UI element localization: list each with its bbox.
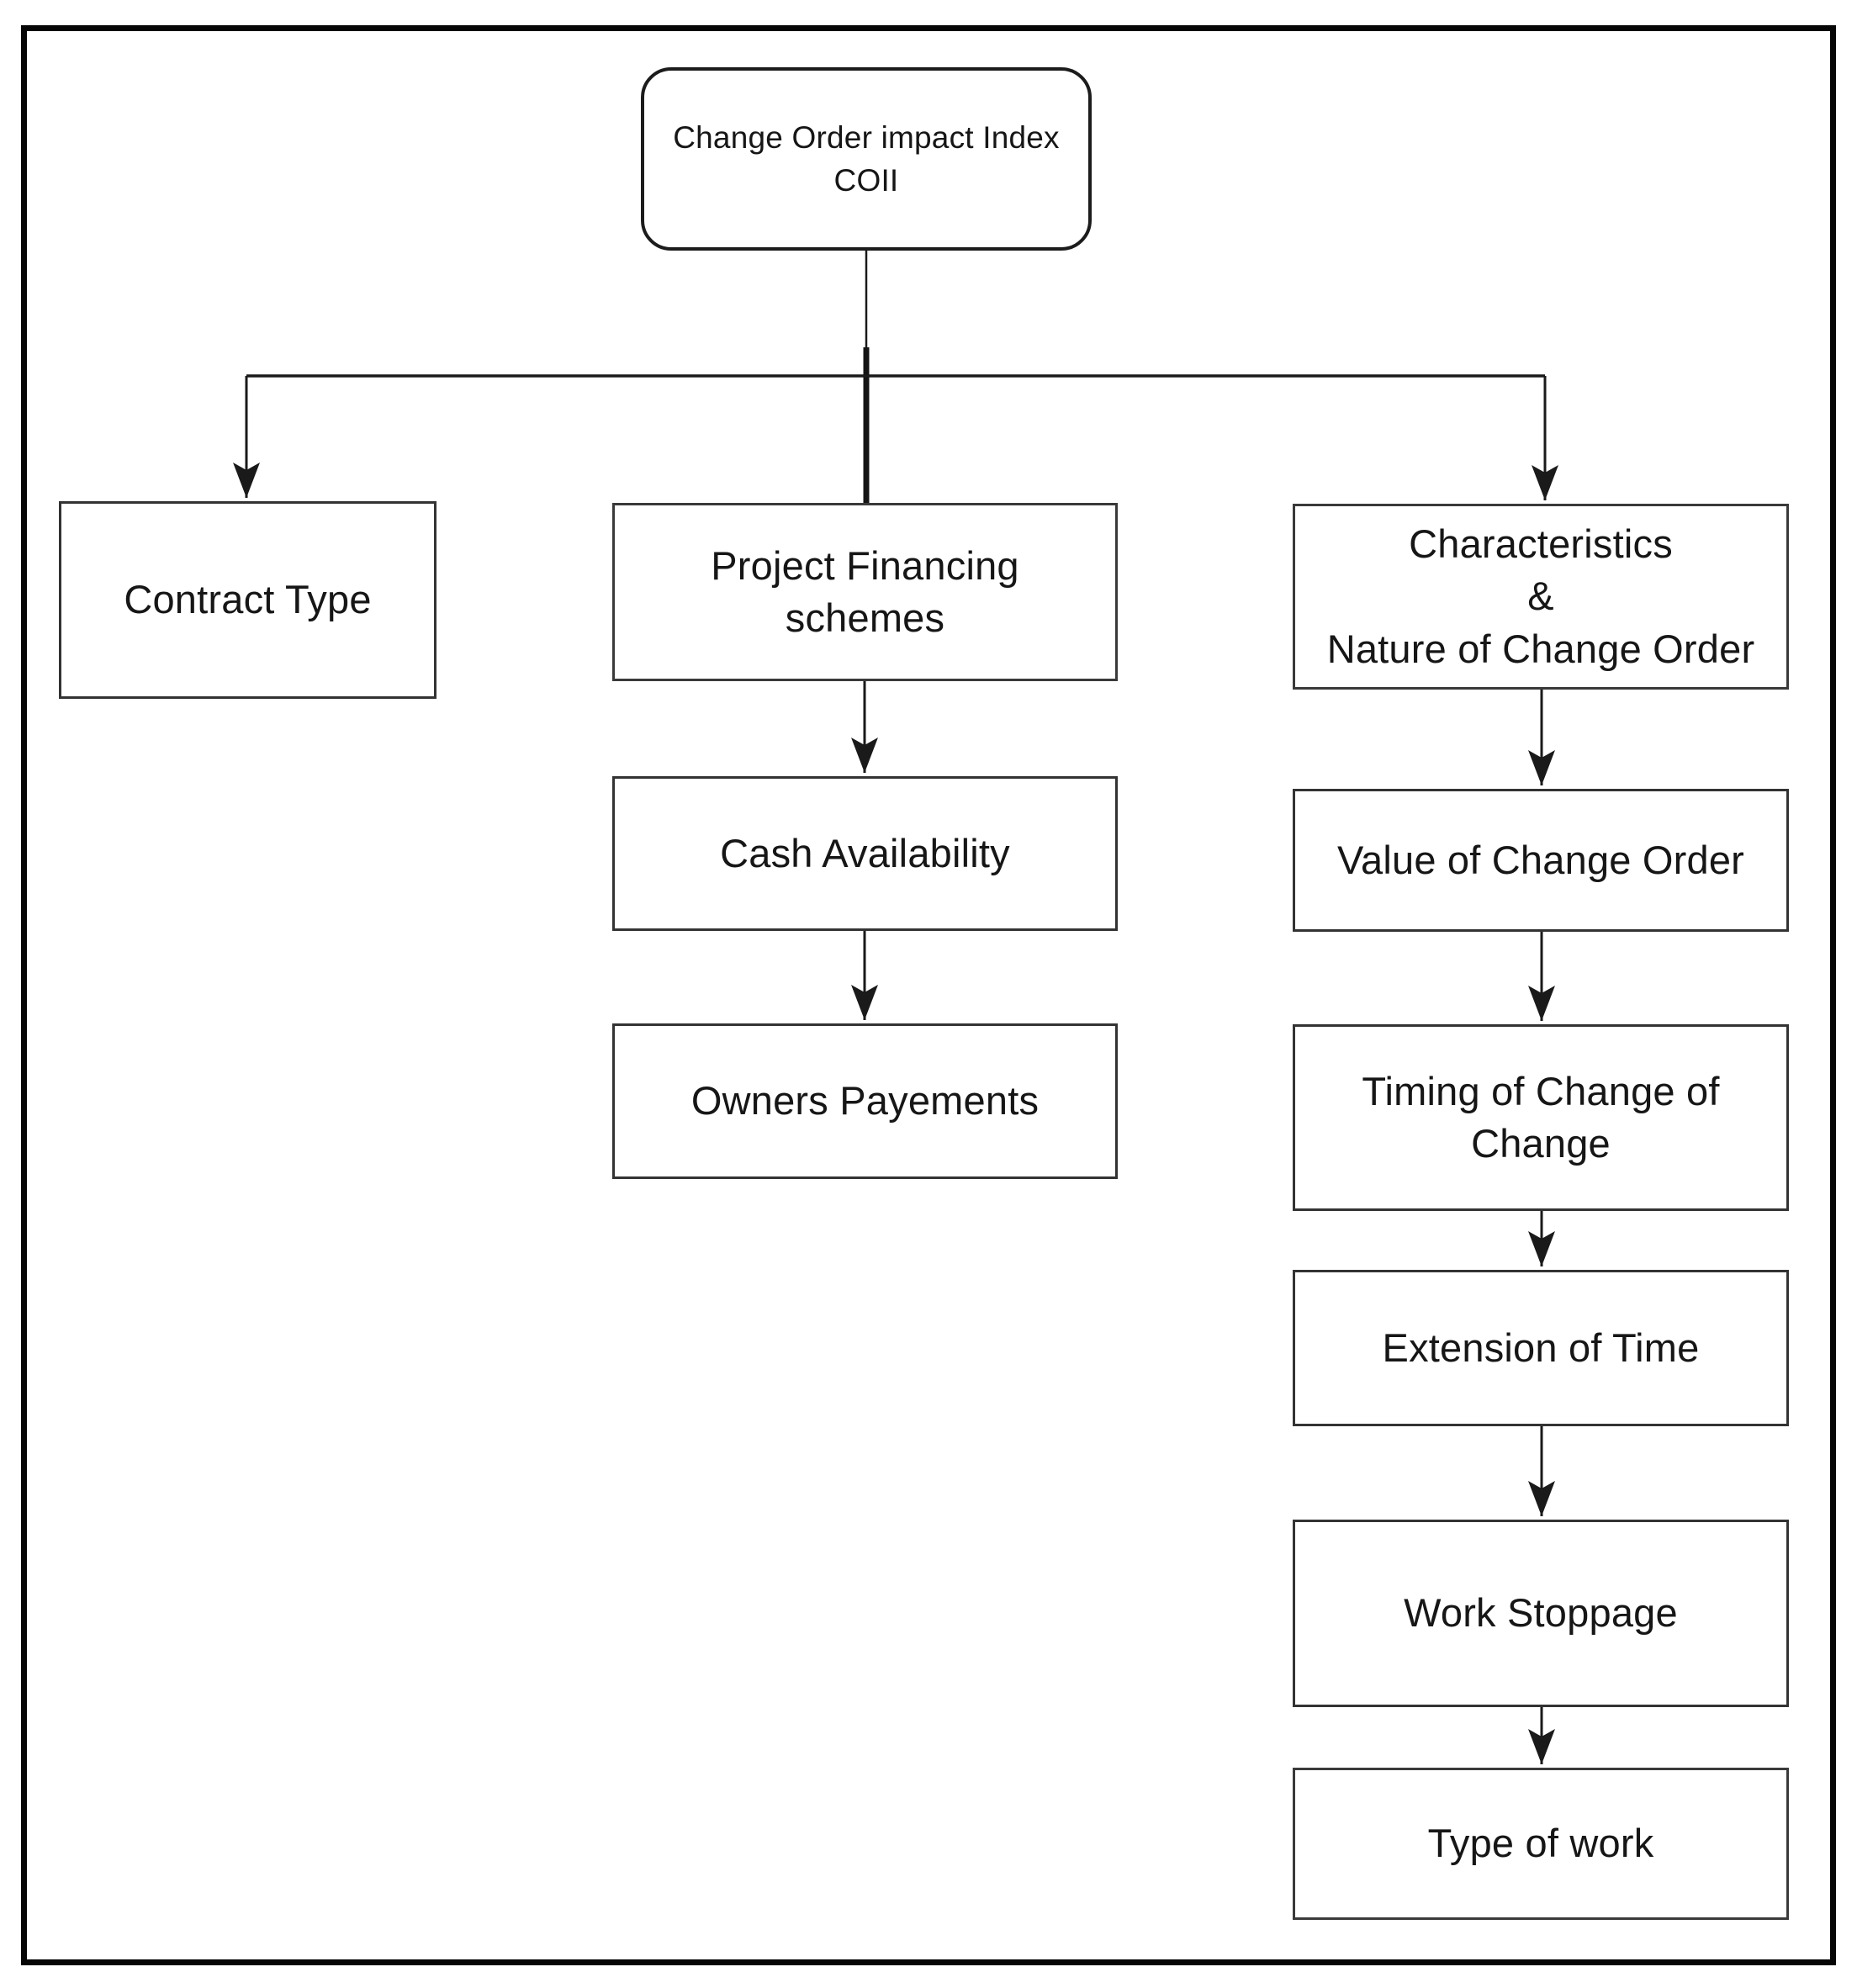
node-cash-availability: Cash Availability [612,776,1118,931]
node-owners-payements: Owners Payements [612,1023,1118,1179]
node-change-order-impact-index: Change Order impact Index COII [641,67,1092,251]
node-characteristics-nature-of-change-order: Characteristics & Nature of Change Order [1293,504,1789,690]
node-timing-of-change-of-change: Timing of Change of Change [1293,1024,1789,1211]
node-contract-type: Contract Type [59,501,436,699]
node-type-of-work: Type of work [1293,1768,1789,1920]
node-extension-of-time: Extension of Time [1293,1270,1789,1426]
node-value-of-change-order: Value of Change Order [1293,789,1789,932]
node-project-financing-schemes: Project Financing schemes [612,503,1118,681]
node-work-stoppage: Work Stoppage [1293,1520,1789,1707]
